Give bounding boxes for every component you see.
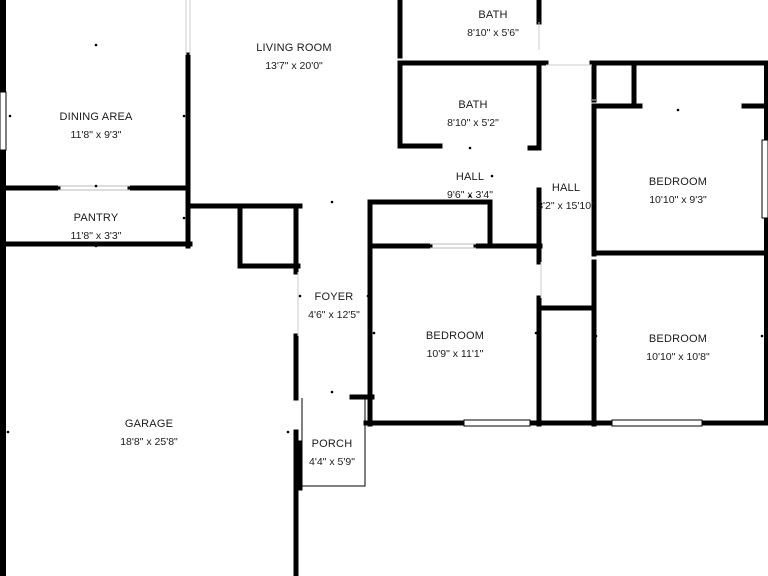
- room-dims-foyer: 4'6" x 12'5": [308, 309, 360, 321]
- room-name-porch: PORCH: [312, 438, 353, 450]
- room-labels: DINING AREA 11'8" x 9'3" PANTRY 11'8" x …: [59, 9, 710, 468]
- room-name-garage: GARAGE: [125, 418, 173, 430]
- room-dims-hall-vertical: 3'2" x 15'10": [537, 200, 595, 212]
- dimension-ticks: [6, 43, 764, 434]
- room-name-pantry: PANTRY: [74, 212, 119, 224]
- room-dims-dining-area: 11'8" x 9'3": [71, 129, 122, 141]
- room-name-bath-top: BATH: [478, 9, 507, 21]
- room-dims-bedroom-bottom-right: 10'10" x 10'8": [646, 351, 710, 363]
- room-name-bath-middle: BATH: [458, 99, 487, 111]
- room-dims-pantry: 11'8" x 3'3": [71, 230, 122, 242]
- room-dims-porch: 4'4" x 5'9": [309, 456, 355, 468]
- thin-lines: [0, 0, 768, 487]
- room-dims-bath-top: 8'10" x 5'6": [467, 27, 519, 39]
- room-name-bedroom-bottom-right: BEDROOM: [649, 333, 707, 345]
- room-dims-bath-middle: 8'10" x 5'2": [447, 117, 499, 129]
- room-name-bedroom-top-right: BEDROOM: [649, 176, 707, 188]
- room-name-bedroom-center: BEDROOM: [426, 330, 484, 342]
- room-dims-bedroom-center: 10'9" x 11'1": [427, 348, 484, 360]
- room-name-foyer: FOYER: [315, 291, 354, 303]
- room-dims-hall-horizontal: 9'6" x 3'4": [447, 189, 493, 201]
- room-dims-living-room: 13'7" x 20'0": [265, 60, 323, 72]
- room-dims-garage: 18'8" x 25'8": [120, 436, 178, 448]
- room-name-dining-area: DINING AREA: [59, 111, 133, 123]
- room-name-hall-horizontal: HALL: [456, 171, 484, 183]
- room-name-hall-vertical: HALL: [552, 182, 580, 194]
- room-dims-bedroom-top-right: 10'10" x 9'3": [649, 194, 707, 206]
- room-name-living-room: LIVING ROOM: [256, 42, 332, 54]
